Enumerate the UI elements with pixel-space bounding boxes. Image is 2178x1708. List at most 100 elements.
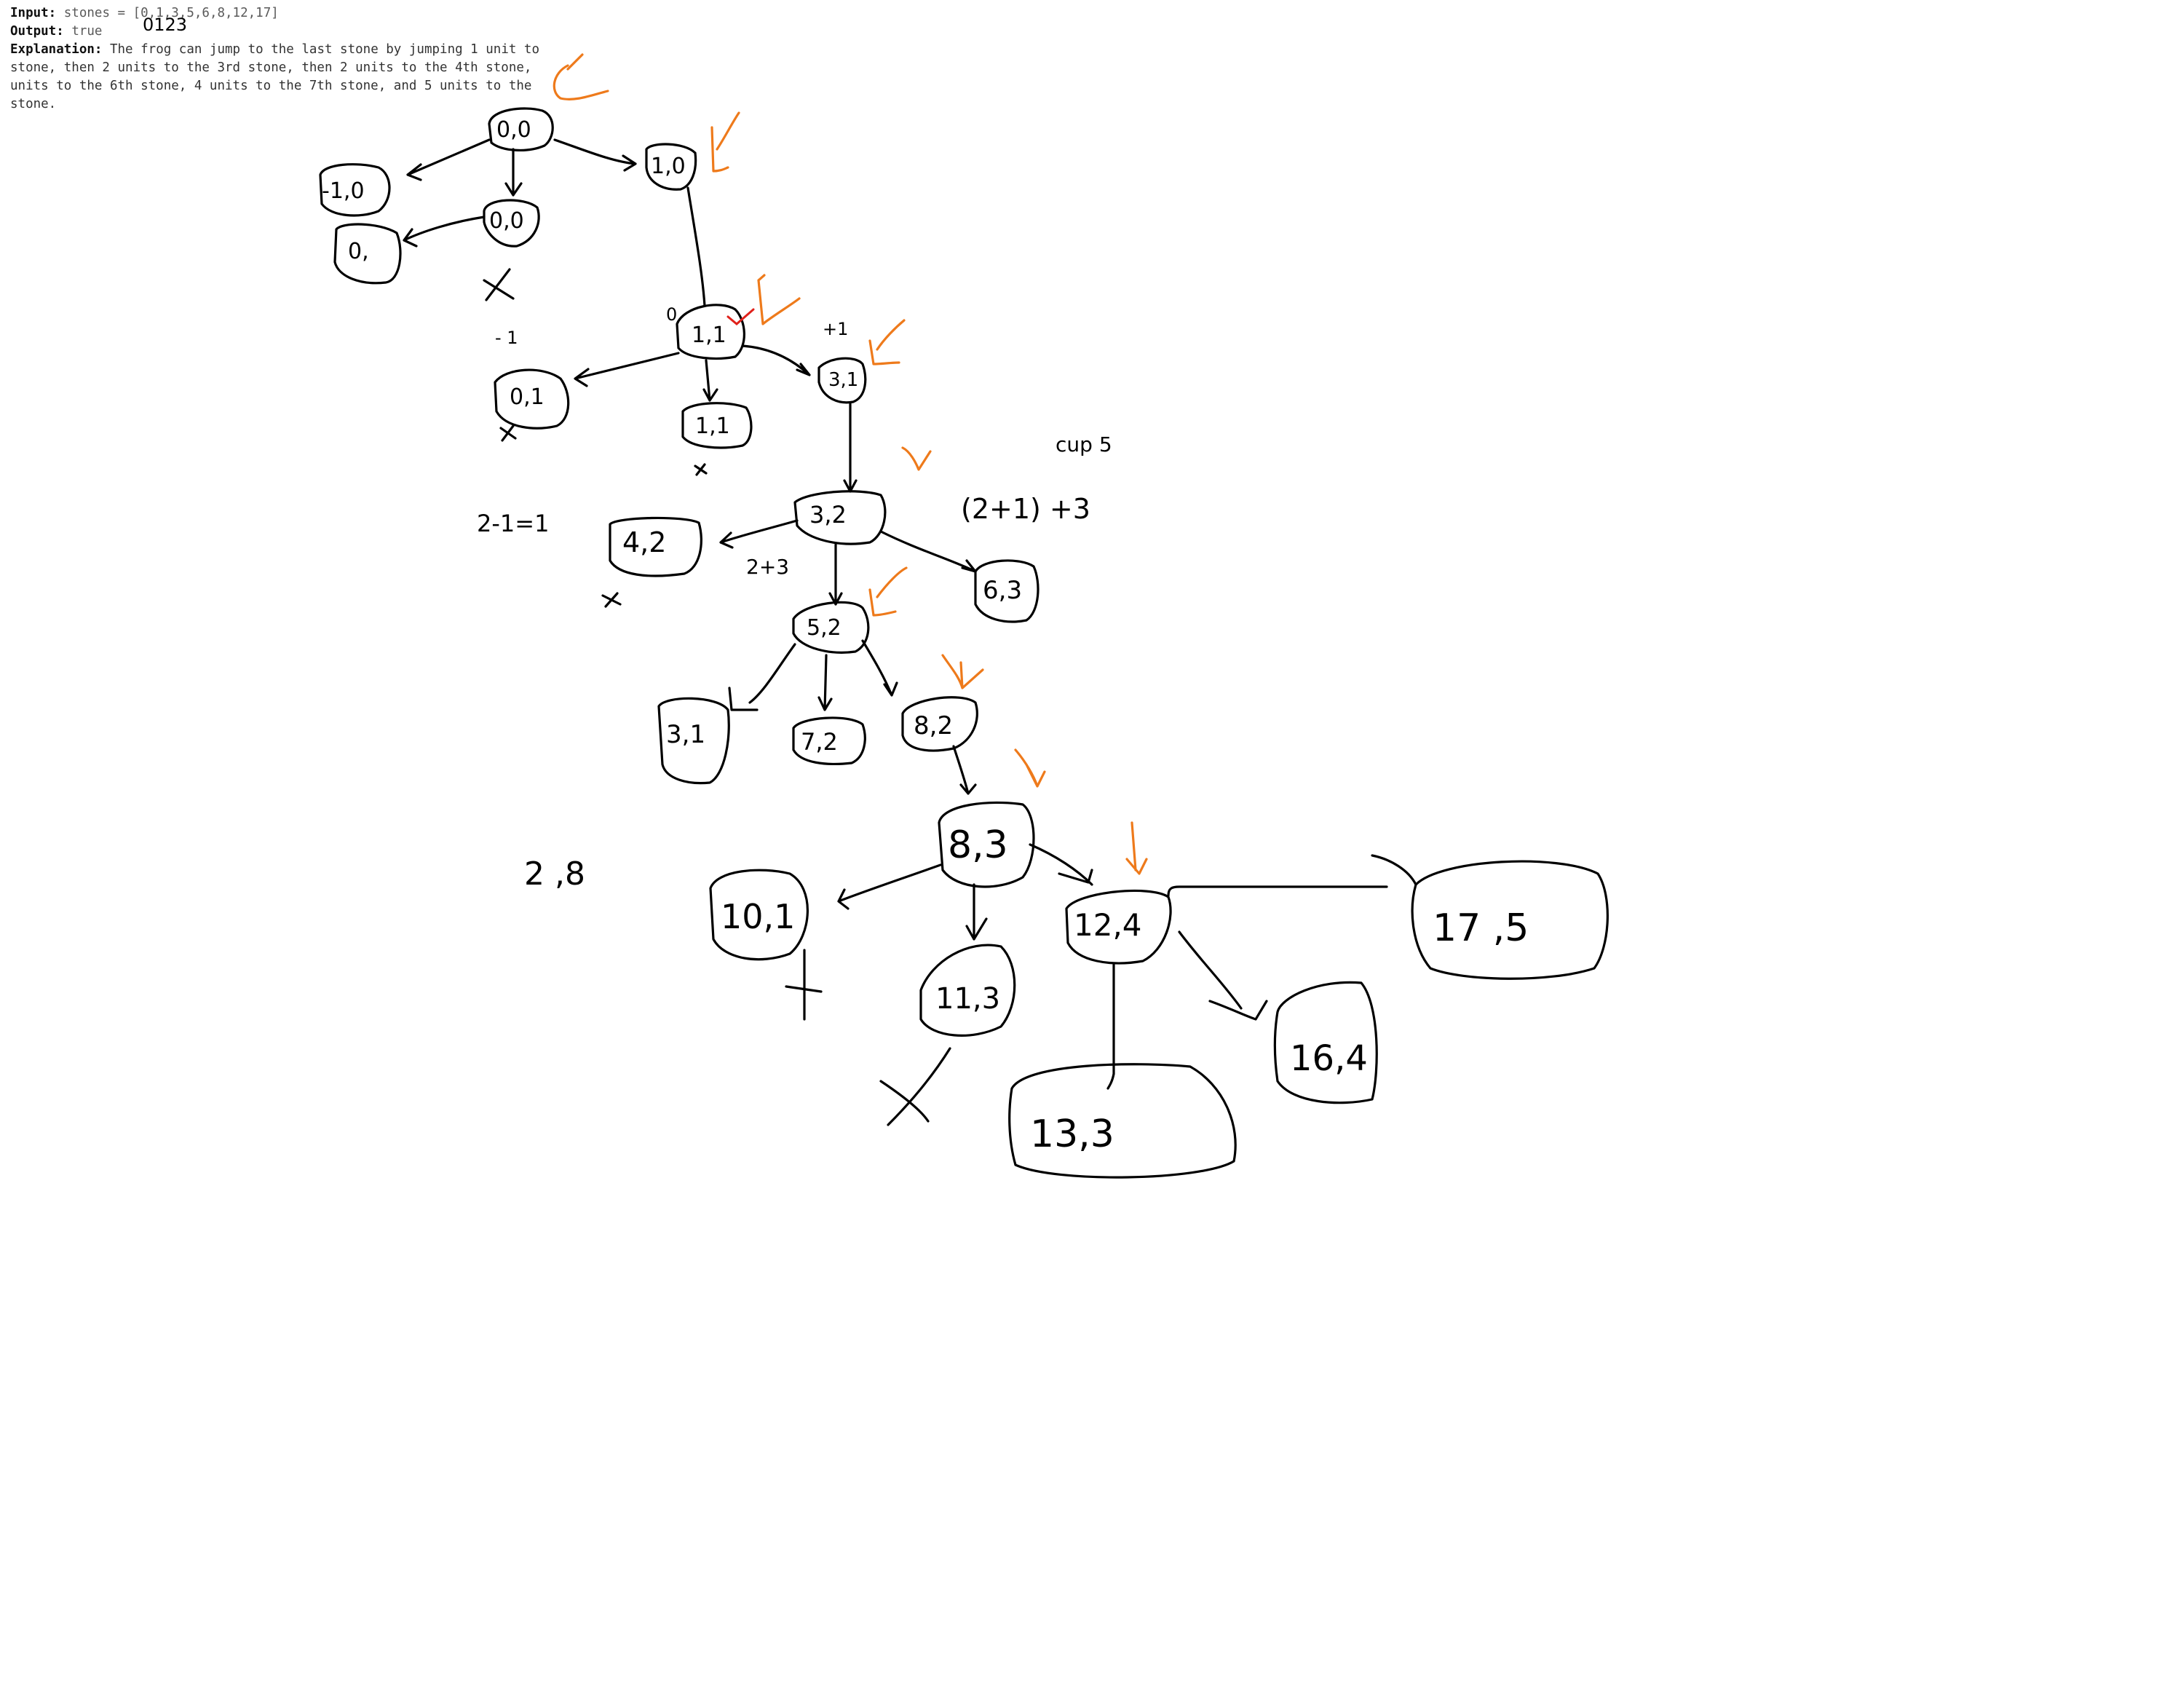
label-17-5: 17 ,5 (1433, 906, 1529, 950)
label-13-3: 13,3 (1030, 1112, 1114, 1156)
edges (403, 138, 1417, 1090)
edge-32-to-63 (879, 530, 977, 573)
check-3-1 (868, 319, 906, 365)
node-1-0 (645, 143, 697, 191)
cross-4-2 (601, 592, 622, 608)
node-6-3 (974, 559, 1040, 623)
label-1-1-b: 1,1 (695, 414, 730, 439)
node-0-0-b (483, 199, 540, 248)
node-outlines (319, 107, 1609, 1179)
cross-marks (483, 268, 951, 1126)
explanation-line-1: The frog can jump to the last stone by j… (109, 42, 539, 57)
edge-52-to-31b (728, 643, 796, 711)
edge-52-to-82 (861, 639, 898, 697)
check-12-4 (1125, 821, 1148, 875)
edge-11-to-01 (574, 352, 680, 387)
label-0-0: 0,0 (496, 117, 531, 143)
edge-31-to-32 (843, 401, 858, 493)
note-plus-one: +1 (823, 319, 848, 339)
node-1-1 (676, 304, 745, 360)
annotations: 0 - 1 +1 cup 5 (2+1) +3 2-1=1 2+3 2 ,8 (477, 304, 1112, 893)
index-note: 0123 (143, 15, 187, 35)
edge-00-to-10 (553, 138, 637, 172)
label-5-2: 5,2 (807, 615, 842, 641)
node-7-2 (792, 716, 866, 765)
cross-11-3 (879, 1047, 951, 1126)
edge-32-to-52 (828, 543, 843, 606)
note-two-plus-three: 2+3 (746, 555, 789, 579)
label-6-3: 6,3 (983, 576, 1022, 605)
problem-statement: Input: stones = [0,1,3,5,6,8,12,17] Outp… (10, 4, 563, 114)
label-10-1: 10,1 (721, 897, 795, 936)
label-7-2: 7,2 (801, 728, 838, 756)
cross-1-1b (694, 463, 708, 476)
check-8-2 (941, 654, 984, 689)
red-tick (726, 308, 755, 325)
node-labels: 0,0 -1,0 0,0 0, 1,0 1,1 0,1 1,1 3,1 3,2 … (322, 117, 1529, 1156)
cross-0-0b (483, 268, 515, 301)
label-3-1-b: 3,1 (666, 720, 705, 749)
note-zero: 0 (666, 304, 677, 325)
input-label: Input: (10, 6, 57, 20)
edge-83-to-101 (837, 863, 942, 910)
orange-checkmarks (553, 53, 1148, 875)
note-two-eight: 2 ,8 (524, 855, 585, 893)
note-minus-one: - 1 (495, 328, 518, 348)
label-8-2: 8,2 (914, 711, 953, 740)
edge-124-to-133 (1106, 963, 1115, 1090)
node-12-4 (1065, 889, 1172, 965)
label-12-4: 12,4 (1074, 907, 1142, 943)
check-1-0 (710, 111, 740, 173)
output-label: Output: (10, 24, 64, 39)
check-8-3 (1014, 748, 1046, 788)
cross-10-1 (785, 949, 823, 1021)
edge-00b-to-0c (403, 216, 486, 248)
label-1-1: 1,1 (692, 323, 726, 348)
label-16-4: 16,4 (1290, 1038, 1368, 1079)
node-8-3 (938, 801, 1035, 888)
node-5-2 (792, 601, 870, 654)
node-0-c (333, 223, 402, 285)
edge-124-to-175 (1167, 854, 1417, 897)
node-1-1-b (681, 402, 753, 449)
edge-00-to-00b (504, 148, 523, 197)
output-value: true (71, 24, 103, 39)
check-5-2 (868, 566, 908, 617)
edge-00-to-m10 (406, 138, 491, 181)
explanation-line-3: units to the 6th stone, 4 units to the 7… (10, 79, 532, 93)
edge-83-to-124 (1029, 843, 1093, 886)
label-11-3: 11,3 (935, 982, 1000, 1016)
edge-52-to-72 (817, 654, 833, 711)
check-0-0 (553, 53, 609, 100)
edge-32-to-42 (719, 519, 799, 549)
edge-124-to-164 (1178, 930, 1268, 1021)
label-8-3: 8,3 (948, 823, 1008, 867)
node-17-5 (1411, 860, 1609, 980)
label-0-1: 0,1 (510, 384, 544, 410)
explanation-line-4: stone. (10, 97, 57, 111)
node-16-4 (1273, 981, 1378, 1104)
node-0-0 (488, 107, 554, 151)
node-m1-0 (319, 163, 391, 217)
node-3-1-b (657, 697, 730, 785)
node-4-2 (609, 516, 702, 577)
node-3-2 (793, 490, 887, 545)
edge-82-to-83 (952, 745, 977, 795)
explanation-label: Explanation: (10, 42, 103, 57)
edge-10-to-11 (686, 186, 706, 307)
edge-11-to-11b (702, 359, 718, 402)
label-3-2: 3,2 (809, 501, 847, 529)
note-upto-5: cup 5 (1056, 432, 1112, 456)
explanation-row: Explanation: The frog can jump to the la… (10, 41, 563, 59)
label-0-c: 0, (348, 239, 369, 264)
note-two-plus-one-plus-three: (2+1) +3 (961, 493, 1090, 525)
node-3-1 (817, 357, 867, 404)
check-3-2-top (901, 446, 932, 471)
input-row: Input: stones = [0,1,3,5,6,8,12,17] (10, 4, 563, 23)
node-10-1 (709, 869, 809, 961)
label-0-0-b: 0,0 (489, 208, 524, 234)
output-row: Output: true (10, 23, 563, 41)
node-8-2 (901, 696, 978, 752)
input-value: stones = [0,1,3,5,6,8,12,17] (63, 6, 279, 20)
